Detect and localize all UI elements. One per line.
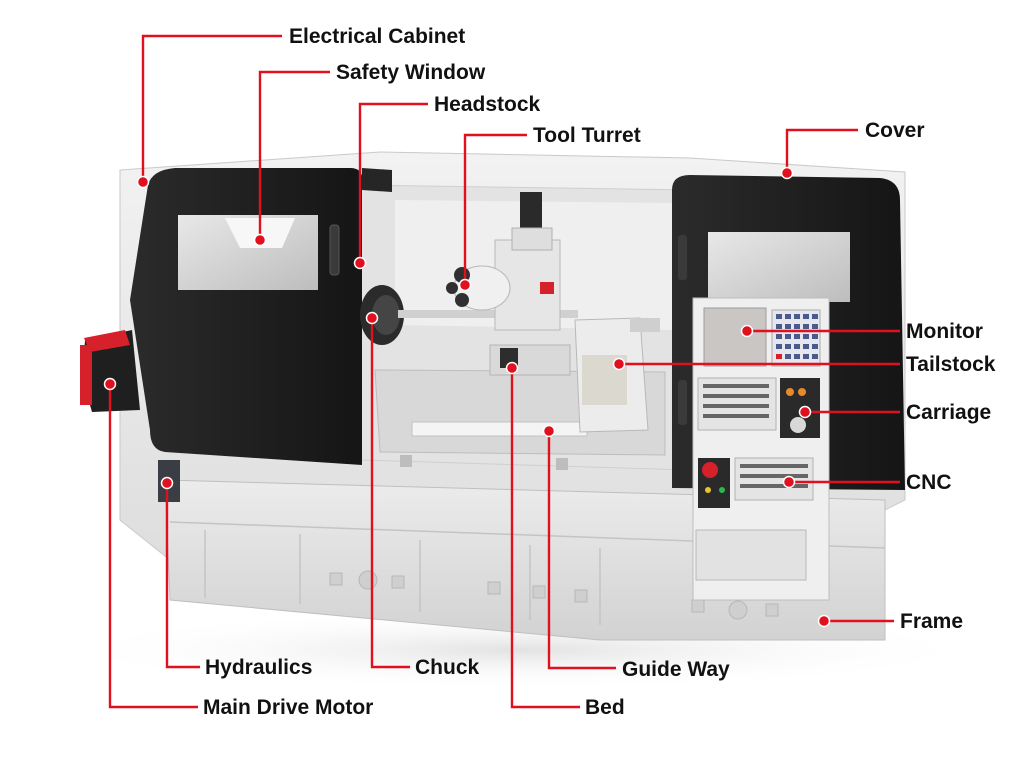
dot-bed [505,361,519,375]
leader-cover [785,128,858,173]
chuck-face [372,295,400,335]
label-monitor: Monitor [906,320,983,343]
dot-monitor [740,324,754,338]
label-hydraulics: Hydraulics [205,656,312,679]
carriage-keys [703,384,769,418]
leader-guide-way [547,431,616,670]
right-door-window [708,232,850,302]
dot-tailstock [612,357,626,371]
main-drive-motor-cap [84,330,130,352]
right-door-handle [678,235,687,280]
leader-hydraulics [165,483,200,669]
label-main-drive-motor: Main Drive Motor [203,696,373,719]
dot-hydraulics [160,476,174,490]
lathe-illustration [50,151,990,690]
leader-dots [103,166,831,628]
leader-bed [510,368,580,709]
main-drive-motor-stripe [80,345,92,405]
jog-wheel [790,417,806,433]
leader-main-drive-motor [108,384,198,709]
monitor-screen [703,307,767,367]
dot-cnc [782,475,796,489]
label-guide-way: Guide Way [622,658,730,681]
label-chuck: Chuck [415,656,480,679]
leader-tool-turret [463,133,527,285]
dot-carriage [798,405,812,419]
emergency-stop [702,462,718,478]
panel-cabinet [695,529,807,581]
label-carriage: Carriage [906,401,991,424]
label-tailstock: Tailstock [906,353,996,376]
label-frame: Frame [900,610,963,633]
dot-chuck [365,311,379,325]
label-cover: Cover [865,119,925,142]
leader-electrical-cabinet [141,34,282,182]
monitor-keypad [771,309,821,367]
panel-button [719,487,725,493]
dot-tool-turret [458,278,472,292]
guide-way-rail [411,421,588,437]
jog-button [798,388,806,396]
label-electrical-cabinet: Electrical Cabinet [289,25,465,48]
cnc-control-panel [692,297,830,601]
left-door [130,168,363,465]
dot-main-drive-motor [103,377,117,391]
label-bed: Bed [585,696,625,719]
left-door-top [362,168,392,192]
panel-button [705,487,711,493]
leader-lines [108,34,900,709]
label-safety-window: Safety Window [336,61,486,84]
dot-cover [780,166,794,180]
label-cnc: CNC [906,471,952,494]
dot-guide-way [542,424,556,438]
callout-labels: Electrical Cabinet Safety Window Headsto… [203,25,996,719]
tailstock-quill [630,318,660,332]
leader-chuck [370,318,410,669]
dot-headstock [353,256,367,270]
right-door-handle-lower [678,380,687,425]
cnc-keys [740,464,808,488]
dot-frame [817,614,831,628]
dot-safety-window [253,233,267,247]
bed-slot [400,455,412,467]
leader-safety-window [258,70,330,240]
label-tool-turret: Tool Turret [533,124,641,147]
dot-electrical-cabinet [136,175,150,189]
bed-slot [556,458,568,470]
jog-button [786,388,794,396]
door-handle [329,224,340,276]
leader-headstock [358,102,428,263]
spindle-bar [398,310,578,318]
tool-turret-assembly [446,192,571,376]
label-headstock: Headstock [434,93,541,116]
